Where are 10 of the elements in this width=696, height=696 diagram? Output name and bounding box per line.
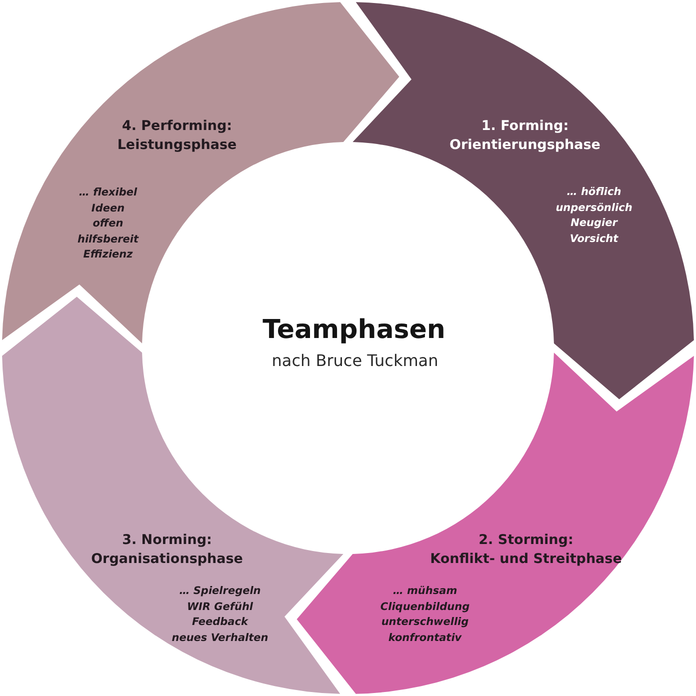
phase-keywords: … mühsam Cliquenbildung unterschwellig konfrontativ [380, 584, 470, 646]
phase-heading: 3. Norming: Organisationsphase [91, 531, 243, 569]
phase-keywords: … Spielregeln WIR Gefühl Feedback neues Verhalten [172, 584, 268, 646]
phase-heading: 4. Performing: Leistungsphase [117, 117, 237, 155]
phase-keywords: … höflich unpersönlich Neugier Vorsicht [556, 185, 632, 246]
phase-keywords: … flexibel Ideen offen hilfsbereit Effizienz [77, 185, 139, 262]
phase-heading: 1. Forming: Orientierungsphase [450, 117, 600, 155]
phase-heading: 2. Storming: Konflikt- und Streitphase [430, 531, 622, 569]
diagram-title: Teamphasen [262, 314, 446, 346]
subtitle: nach Bruce Tuckman [272, 351, 438, 371]
